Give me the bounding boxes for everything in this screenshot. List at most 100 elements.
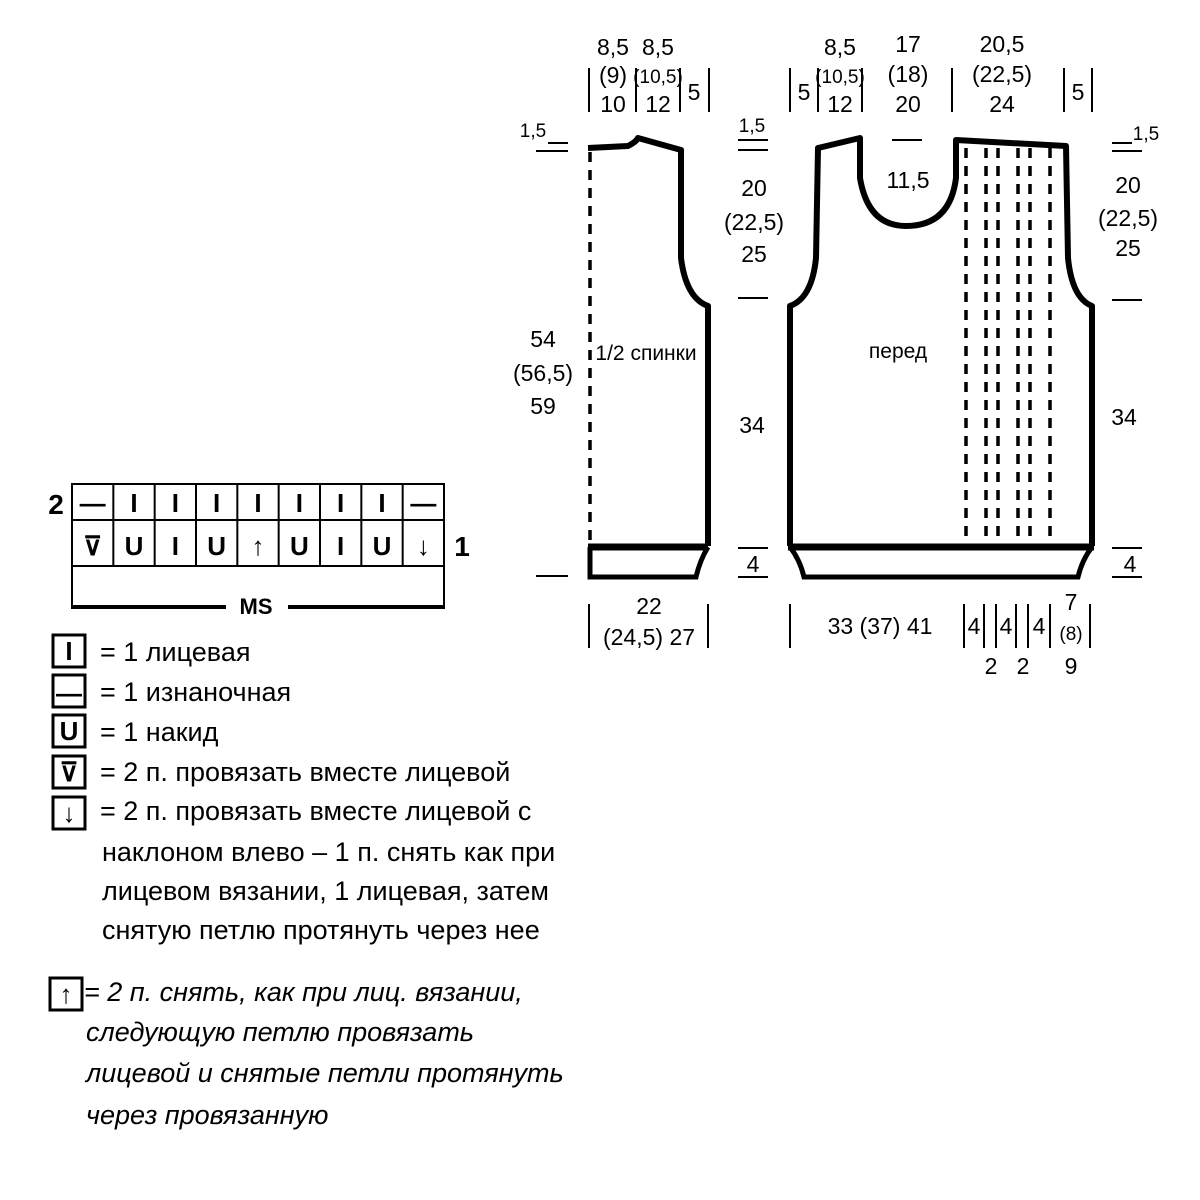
chart-row-2-cell-6: I bbox=[296, 488, 303, 518]
front-neck-depth: 11,5 bbox=[886, 167, 929, 193]
back-rib-band bbox=[587, 545, 711, 580]
front-top-dim-3a: 17 bbox=[895, 31, 921, 57]
chart-row-2-cell-5: I bbox=[254, 488, 261, 518]
back-right-shoulder-dim: 1,5 bbox=[739, 116, 765, 137]
front-gap-dim-1: 2 bbox=[985, 653, 998, 679]
back-right-dimensions: 1,5 20 (22,5) 25 34 4 bbox=[724, 116, 784, 578]
back-outline bbox=[587, 135, 711, 546]
back-left-shoulder-dim: 1,5 bbox=[520, 121, 546, 142]
front-armhole-dim-a: 20 bbox=[1115, 172, 1141, 198]
front-stripe-dim-1: 4 bbox=[968, 613, 981, 639]
legend-k2tog-symbol: ⊽ bbox=[59, 757, 78, 787]
legend-ssk-text-2: наклоном влево – 1 п. снять как при bbox=[102, 837, 555, 867]
front-top-dim-3c: 20 bbox=[895, 91, 921, 117]
legend: I = 1 лицевая — = 1 изнаночная U = 1 нак… bbox=[48, 633, 564, 1130]
chart-row-2-cell-1: — bbox=[80, 488, 106, 518]
back-left-dimensions: 1,5 54 (56,5) 59 bbox=[513, 121, 573, 577]
front-top-dim-2b: (10,5) bbox=[815, 67, 865, 88]
front-right-shoulder-dim: 1,5 bbox=[1133, 124, 1159, 145]
back-top-dim-2a: 8,5 bbox=[642, 34, 674, 60]
chart-caption-bg bbox=[226, 592, 288, 618]
back-bottom-dim-b: (24,5) 27 bbox=[603, 624, 695, 650]
front-top-dim-4c: 24 bbox=[989, 91, 1015, 117]
front-top-dim-4b: (22,5) bbox=[972, 61, 1032, 87]
legend-purl-symbol: — bbox=[56, 678, 82, 708]
back-label: 1/2 спинки bbox=[595, 342, 696, 365]
back-armhole-dim-a: 20 bbox=[741, 175, 767, 201]
chart-row-2-cell-4: I bbox=[213, 488, 220, 518]
front-rib-dim: 4 bbox=[1124, 551, 1137, 577]
legend-yarnover-box bbox=[51, 713, 87, 749]
legend-ssk-text-4: снятую петлю протянуть через нее bbox=[102, 915, 540, 945]
legend-yarnover-text: = 1 накид bbox=[100, 717, 219, 747]
front-bottom-dimensions: 33 (37) 41 4 4 4 2 2 7 (8) 9 bbox=[789, 589, 1091, 679]
legend-knit-box bbox=[51, 633, 87, 669]
chart-row-2-cell-9: — bbox=[410, 488, 436, 518]
front-top-dim-2a: 8,5 bbox=[824, 34, 856, 60]
back-top-dimensions: 8,5 (9) 10 8,5 (10,5) 12 5 bbox=[588, 34, 710, 117]
front-outline bbox=[787, 135, 1095, 546]
front-gap-dim-2: 2 bbox=[1017, 653, 1030, 679]
front-edge-dim-b: (8) bbox=[1059, 624, 1082, 645]
legend-knit-text: = 1 лицевая bbox=[100, 637, 250, 667]
legend-purl-box bbox=[51, 673, 87, 709]
chart-row-1-cell-2: U bbox=[125, 531, 144, 561]
front-piece: перед 11,5 bbox=[787, 135, 1095, 580]
front-rib-band bbox=[787, 545, 1095, 580]
front-stripe-dim-2: 4 bbox=[1000, 613, 1013, 639]
back-armhole-dim-c: 25 bbox=[741, 241, 767, 267]
front-edge-dim-a: 7 bbox=[1065, 589, 1078, 615]
chart-row-2-cell-8: I bbox=[378, 488, 385, 518]
legend-ssk-text-3: лицевом вязании, 1 лицевая, затем bbox=[102, 876, 549, 906]
chart-row-1-label: 1 bbox=[454, 531, 470, 562]
chart-row-1-cell-4: U bbox=[207, 531, 226, 561]
back-body-dim: 34 bbox=[739, 412, 765, 438]
legend-cdd-text-4: через провязанную bbox=[86, 1100, 328, 1130]
legend-yarnover-symbol: U bbox=[60, 716, 79, 746]
back-armhole-dim-b: (22,5) bbox=[724, 209, 784, 235]
legend-k2tog-box bbox=[51, 754, 87, 790]
back-top-dim-1c: 10 bbox=[600, 91, 626, 117]
chart-row-1-cell-8: U bbox=[373, 531, 392, 561]
legend-cdd-text-3: лицевой и снятые петли протянуть bbox=[84, 1058, 564, 1088]
chart-caption: MS bbox=[240, 594, 273, 619]
chart-row-1-cell-5: ↑ bbox=[252, 531, 265, 561]
legend-cdd-text-1: = 2 п. снять, как при лиц. вязании, bbox=[84, 977, 523, 1007]
front-top-dim-2c: 12 bbox=[827, 91, 853, 117]
chart-grid-lines bbox=[112, 484, 404, 566]
chart-row-2-label: 2 bbox=[48, 489, 64, 520]
legend-ssk-text-1: = 2 п. провязать вместе лицевой с bbox=[100, 796, 531, 826]
back-top-dim-1a: 8,5 bbox=[597, 34, 629, 60]
legend-cdd-symbol: ↑ bbox=[60, 979, 73, 1009]
back-rib-dim: 4 bbox=[747, 551, 760, 577]
legend-cdd-box bbox=[48, 976, 84, 1012]
front-stripe-dim-3: 4 bbox=[1033, 613, 1046, 639]
front-label: перед bbox=[869, 340, 927, 363]
back-bottom-dim-a: 22 bbox=[636, 593, 662, 619]
front-top-dim-3b: (18) bbox=[888, 61, 929, 87]
front-right-dimensions: 1,5 20 (22,5) 25 34 4 bbox=[1098, 124, 1159, 578]
back-top-dim-2b: (10,5) bbox=[633, 67, 683, 88]
front-top-dim-4a: 20,5 bbox=[980, 31, 1025, 57]
back-top-dim-2c: 12 bbox=[645, 91, 671, 117]
back-height-dim-c: 59 bbox=[530, 393, 556, 419]
back-top-dim-1b: (9) bbox=[599, 62, 627, 88]
front-armhole-dim-c: 25 bbox=[1115, 235, 1141, 261]
legend-k2tog-text: = 2 п. провязать вместе лицевой bbox=[100, 757, 510, 787]
legend-knit-symbol: I bbox=[65, 636, 72, 666]
front-armhole-dim-b: (22,5) bbox=[1098, 205, 1158, 231]
chart-row-2-cell-2: I bbox=[130, 488, 137, 518]
back-height-dim-a: 54 bbox=[530, 326, 556, 352]
front-body-dim: 34 bbox=[1111, 404, 1137, 430]
front-top-dim-1: 5 bbox=[798, 79, 811, 105]
back-top-dim-3: 5 bbox=[688, 79, 701, 105]
front-top-dim-5: 5 bbox=[1072, 79, 1085, 105]
front-top-dimensions: 5 8,5 (10,5) 12 17 (18) 20 20,5 (22,5) 2… bbox=[789, 31, 1093, 117]
back-bottom-dimensions: 22 (24,5) 27 bbox=[588, 593, 709, 650]
chart-row-1-cell-1: ⊽ bbox=[83, 531, 102, 561]
chart-row-2-cell-3: I bbox=[172, 488, 179, 518]
legend-purl-text: = 1 изнаночная bbox=[100, 677, 291, 707]
